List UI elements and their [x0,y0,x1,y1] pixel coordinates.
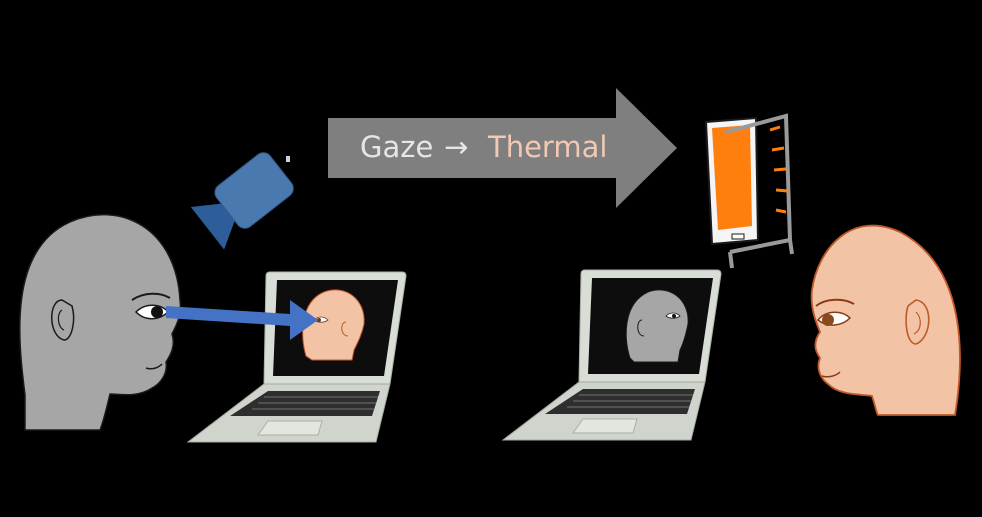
gray-head-icon [19,213,182,431]
video-camera-icon [190,152,294,250]
screen-skin-head-icon [302,289,365,361]
laptop-icon-right [502,269,722,441]
laptop-icon-left [187,271,407,443]
banner-arrow: Gaze → Thermal [328,88,677,208]
screen-gray-head-icon [625,289,689,363]
heater-icon [704,113,794,269]
gaze-arrow-icon [166,300,318,340]
skin-head-icon [810,224,961,416]
banner-text-arrow: → [444,130,468,164]
banner-text-gaze: Gaze [360,130,433,164]
banner-text-thermal: Thermal [487,130,607,164]
